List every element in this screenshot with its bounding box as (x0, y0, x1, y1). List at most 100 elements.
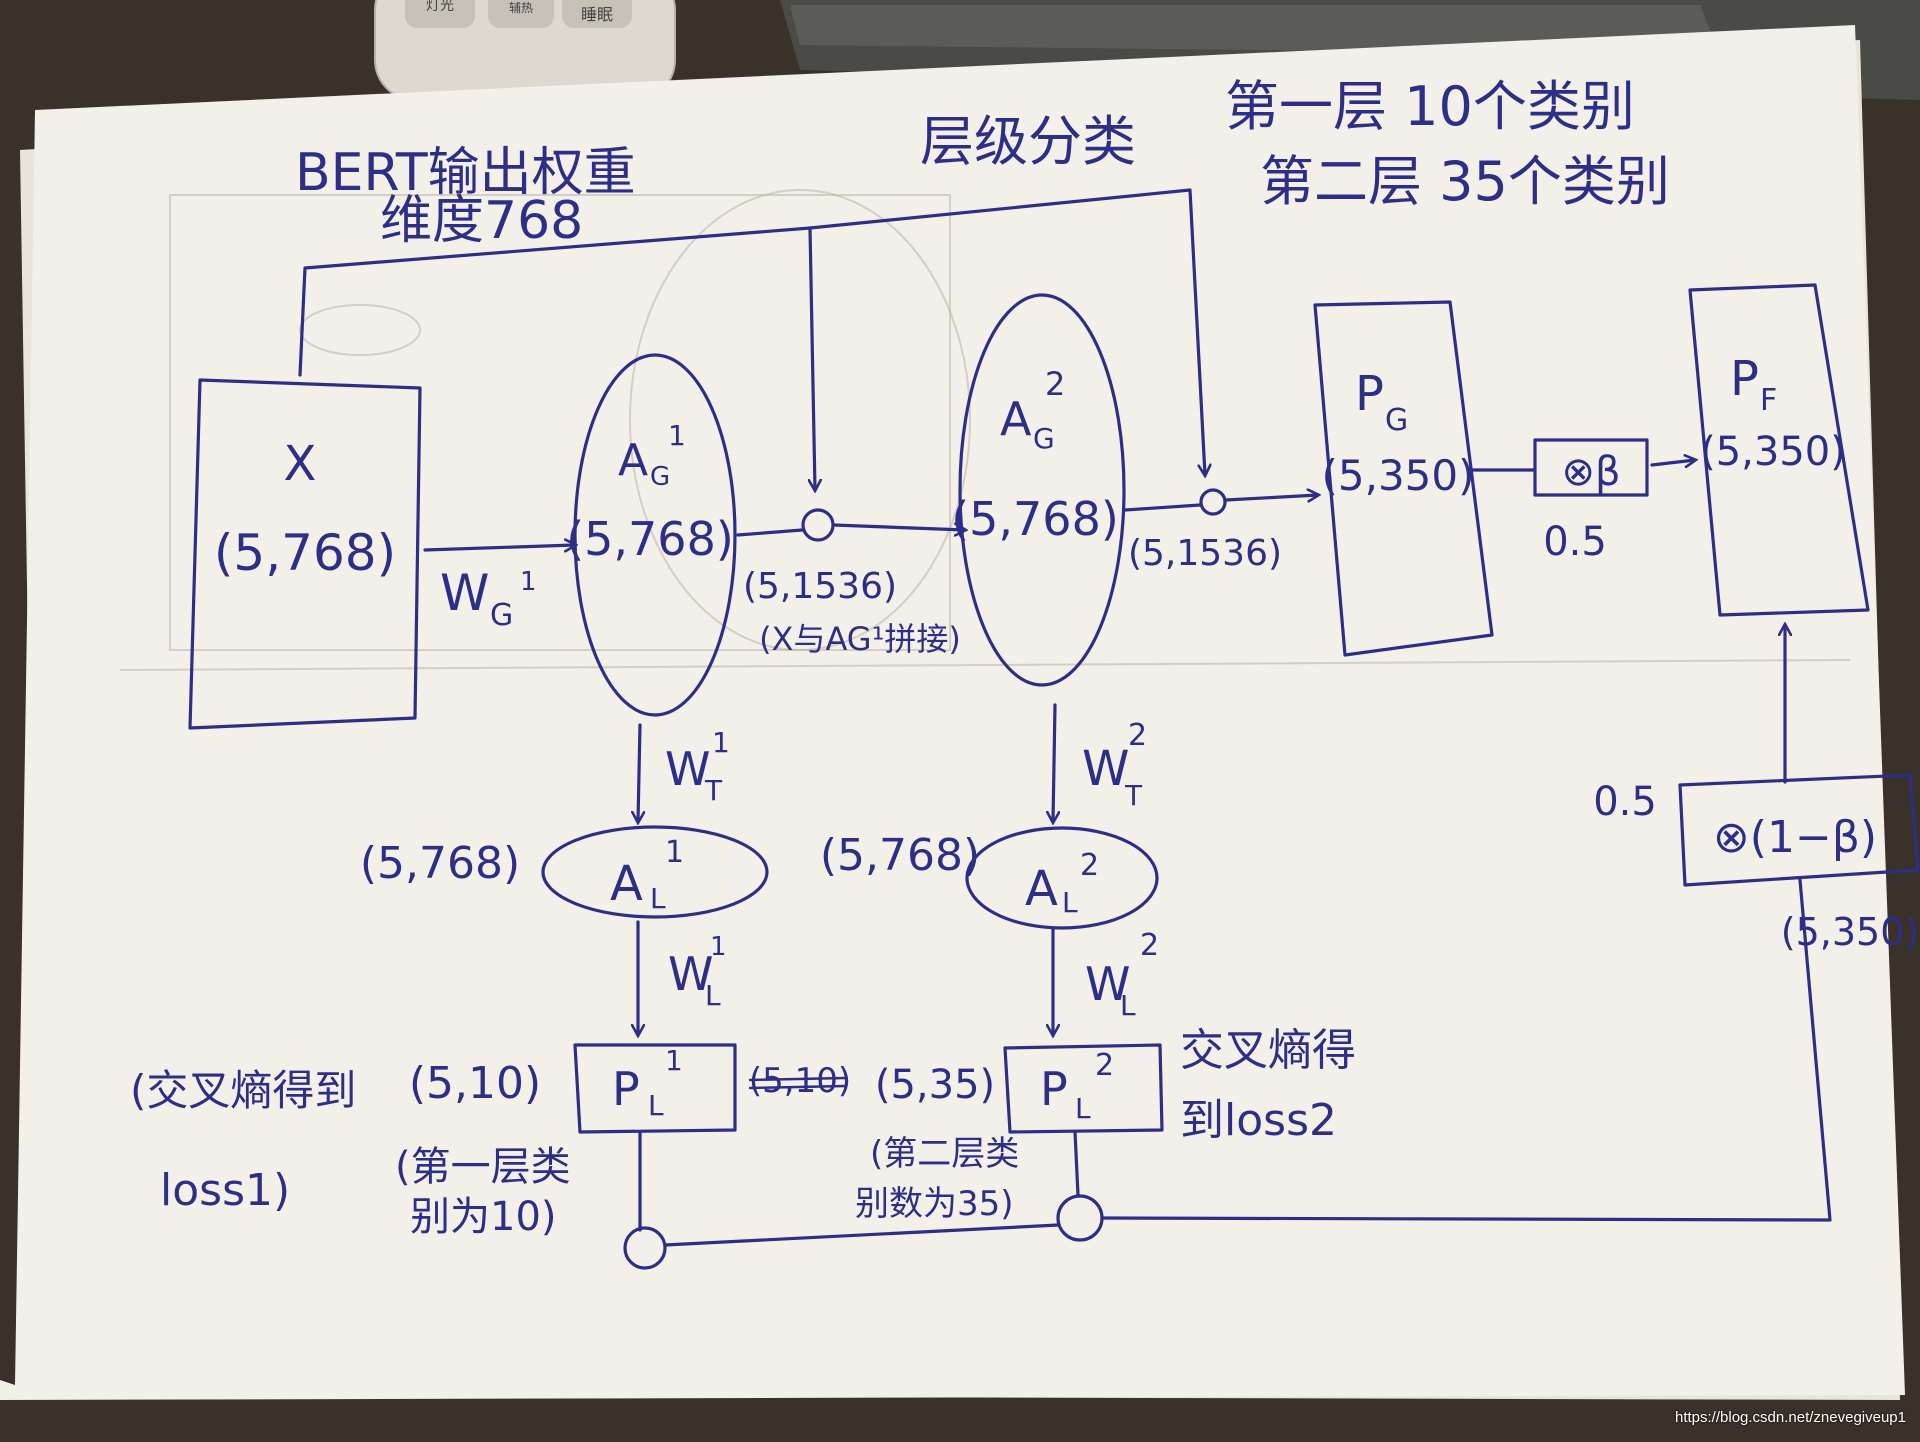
edge-wl1-sup: 1 (710, 932, 727, 962)
beta-box-label: ⊗β (1561, 449, 1620, 495)
node-al1-ellipse (541, 825, 769, 919)
node-ag1-ellipse (573, 353, 737, 717)
loss2-note-line2: 别数为35) (855, 1184, 1014, 1224)
edge-wg-label: W (440, 564, 489, 622)
loss1-text-line2: loss1) (160, 1165, 290, 1216)
node-merge1-circle (623, 1226, 667, 1270)
edge-concat2-to-pg (1224, 495, 1318, 500)
edge-beta-to-pf (1650, 460, 1695, 465)
node-pl1-sup: 1 (665, 1044, 683, 1077)
loss1-note-line2: 别为10) (410, 1194, 557, 1240)
edge-wl2-label: W (1085, 957, 1130, 1011)
beta-value: 0.5 (1543, 519, 1607, 565)
one-minus-beta-value: 0.5 (1593, 779, 1657, 825)
node-pl1-struck-shape: (5,10) (749, 1061, 851, 1101)
node-al2-shape: (5,768) (820, 830, 980, 881)
node-x-box (188, 378, 422, 730)
node-ag1-sup: 1 (668, 419, 686, 452)
edge-wt2-arrow (1053, 703, 1055, 822)
pencil-sketch-background (119, 189, 1851, 671)
strike-line (748, 1084, 847, 1090)
edge-wl1-label: W (668, 947, 713, 1001)
node-pf-sub: F (1760, 383, 1777, 418)
node-pf-shape: (5,350) (1700, 429, 1846, 475)
edge-ag2-to-concat2 (1123, 503, 1202, 512)
node-al2-label: A (1025, 861, 1058, 917)
edge-wt1-sup: 1 (712, 726, 730, 759)
loss2-text-line1: 交叉熵得 (1180, 1025, 1356, 1076)
node-pf-box (1688, 283, 1870, 617)
node-pl1-label: P (612, 1062, 640, 1116)
node-x-shape: (5,768) (214, 524, 396, 582)
node-pg-label: P (1355, 366, 1384, 422)
edge-wt1-sub: T (704, 774, 723, 807)
edge-wt1-arrow (638, 723, 640, 822)
edge-wg-arrow (423, 545, 575, 550)
loss2-note-line1: (第二层类 (870, 1134, 1019, 1174)
node-pl2-sup: 2 (1095, 1048, 1114, 1083)
edge-wg-sup: 1 (520, 567, 537, 597)
node-al1-sup: 1 (665, 835, 684, 870)
strike-line (748, 1076, 847, 1082)
node-ag1-shape: (5,768) (566, 512, 734, 566)
node-ag2-sup: 2 (1045, 365, 1065, 403)
heading-dimension: 维度768 (380, 191, 583, 251)
node-pl1-sub: L (648, 1089, 664, 1122)
heading-layer2-classes: 第二层 35个类别 (1260, 150, 1670, 213)
edge-wt2-sub: T (1124, 779, 1143, 812)
node-al1-shape: (5,768) (360, 838, 520, 889)
edge-ag1-to-concat1 (736, 528, 804, 537)
node-pl1-box (573, 1043, 737, 1134)
node-x-label: X (284, 436, 317, 492)
remote-button-heat-label: 辅热 (509, 1, 533, 15)
edge-concat1-to-ag2 (832, 525, 965, 530)
loss2-text-line2: 到loss2 (1180, 1095, 1337, 1146)
node-pg-shape: (5,350) (1321, 451, 1474, 500)
node-al2-ellipse (965, 826, 1159, 930)
one-minus-beta-label: ⊗(1−β) (1713, 812, 1877, 863)
node-ag2-ellipse (958, 293, 1126, 687)
node-ag2-sub: G (1033, 422, 1055, 455)
remote-button-heat (488, 0, 554, 28)
skip-line-to-concat1 (810, 226, 815, 490)
node-pl2-box (1003, 1043, 1164, 1134)
node-ag2-label: A (1000, 392, 1032, 446)
node-concat2-shape: (5,1536) (1128, 533, 1282, 574)
edge-wg-sub: G (490, 598, 513, 633)
heading-bert-weights: BERT输出权重 (295, 143, 636, 203)
watermark: https://blog.csdn.net/znevegiveup1 (1675, 1409, 1906, 1426)
loss1-text-line1: (交叉熵得到 (130, 1066, 356, 1115)
node-concat1-note: (X与AG¹拼接) (759, 620, 961, 658)
remote-control: 灯光 辅热 睡眠 (374, 0, 676, 101)
edge-pl2-down (1073, 1130, 1080, 1197)
node-concat2-circle (1199, 488, 1227, 516)
node-pg-sub: G (1385, 403, 1408, 438)
edge-merge1-to-merge2 (663, 1223, 1060, 1247)
edge-wl2-sup: 2 (1140, 928, 1159, 963)
one-minus-beta-shape: (5,350) (1781, 910, 1919, 954)
node-concat1-shape: (5,1536) (743, 566, 897, 607)
node-pl2-shape: (5,35) (875, 1062, 995, 1108)
node-pl2-sub: L (1075, 1092, 1091, 1125)
node-pl1-shape: (5,10) (409, 1058, 541, 1109)
node-pf-label: P (1730, 351, 1759, 407)
remote-button-light (405, 0, 475, 28)
node-ag1-label: A (618, 435, 648, 486)
node-al2-sub: L (1062, 886, 1078, 919)
edge-wt1-label: W (665, 742, 710, 796)
node-pl2-label: P (1040, 1062, 1068, 1116)
edge-wl2-sub: L (1120, 989, 1136, 1022)
heading-hierarchical-classification: 层级分类 (920, 110, 1136, 173)
node-ag1-sub: G (650, 462, 670, 492)
one-minus-beta-box (1678, 773, 1920, 887)
edge-wl1-sub: L (705, 979, 721, 1012)
beta-box (1533, 438, 1649, 497)
node-al1-label: A (610, 856, 643, 912)
heading-layer1-classes: 第一层 10个类别 (1225, 75, 1635, 138)
loss1-note-line1: (第一层类 (395, 1144, 571, 1190)
node-pg-box (1313, 300, 1494, 657)
node-ag2-shape: (5,768) (951, 492, 1119, 546)
edge-wt2-label: W (1082, 741, 1129, 797)
edge-merge2-to-one-minus-beta (1100, 878, 1832, 1222)
